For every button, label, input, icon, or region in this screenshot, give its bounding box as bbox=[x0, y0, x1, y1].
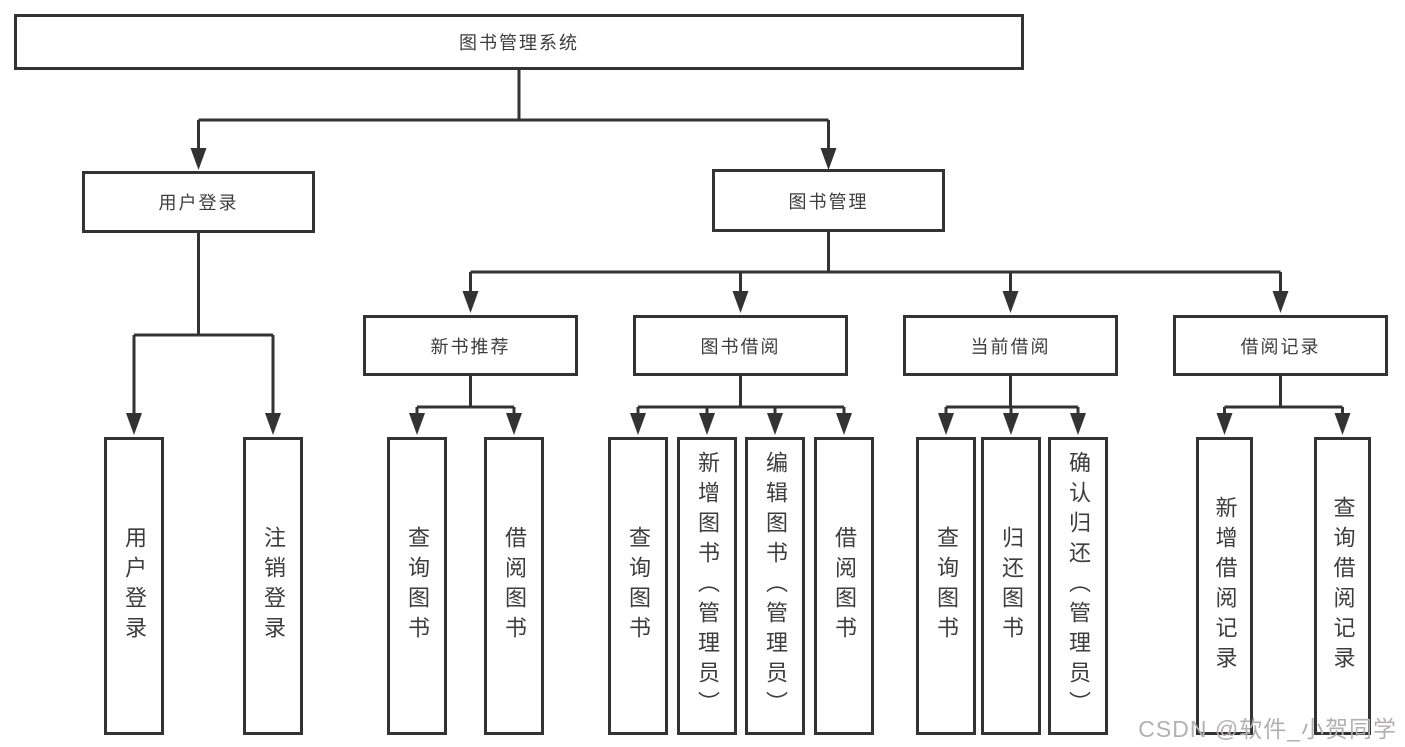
leaf-logout-label: 注销登录 bbox=[261, 526, 286, 646]
leaf-query-borrow-record-label: 查询借阅记录 bbox=[1330, 496, 1356, 676]
node-new-book-recommend: 新书推荐 bbox=[363, 315, 578, 376]
leaf-query-books-current: 查询图书 bbox=[916, 437, 976, 735]
leaf-add-borrow-record-label: 新增借阅记录 bbox=[1212, 496, 1238, 676]
leaf-query-books-borrow-label: 查询图书 bbox=[626, 526, 651, 646]
leaf-borrow-books: 借阅图书 bbox=[814, 437, 874, 735]
leaf-return-books-label: 归还图书 bbox=[999, 526, 1024, 646]
leaf-add-borrow-record: 新增借阅记录 bbox=[1196, 437, 1253, 735]
csdn-watermark: CSDN @软件_小贺同学 bbox=[1138, 716, 1397, 742]
leaf-user-login-label: 用户登录 bbox=[122, 526, 147, 646]
node-book-mgmt-branch-label: 图书管理 bbox=[788, 191, 869, 212]
node-book-mgmt-branch: 图书管理 bbox=[712, 169, 945, 232]
leaf-confirm-return-admin-label: 确认归还（管理员） bbox=[1066, 451, 1091, 721]
node-current-borrow: 当前借阅 bbox=[903, 315, 1118, 376]
leaf-edit-book-admin: 编辑图书（管理员） bbox=[745, 437, 805, 735]
leaf-add-book-admin-label: 新增图书（管理员） bbox=[695, 451, 720, 721]
node-user-login-branch-label: 用户登录 bbox=[158, 193, 239, 213]
leaf-query-borrow-record: 查询借阅记录 bbox=[1314, 437, 1371, 735]
leaf-query-books-recommend-label: 查询图书 bbox=[405, 526, 430, 646]
leaf-edit-book-admin-label: 编辑图书（管理员） bbox=[763, 451, 788, 721]
leaf-borrow-books-recommend-label: 借阅图书 bbox=[502, 526, 527, 646]
leaf-borrow-books-recommend: 借阅图书 bbox=[484, 437, 544, 735]
leaf-confirm-return-admin: 确认归还（管理员） bbox=[1048, 437, 1108, 735]
leaf-add-book-admin: 新增图书（管理员） bbox=[677, 437, 737, 735]
node-user-login-branch: 用户登录 bbox=[82, 171, 315, 233]
leaf-query-books-current-label: 查询图书 bbox=[934, 526, 959, 646]
node-book-borrow: 图书借阅 bbox=[633, 315, 848, 376]
leaf-query-books-borrow: 查询图书 bbox=[608, 437, 668, 735]
node-library-system: 图书管理系统 bbox=[14, 14, 1024, 70]
node-library-system-label: 图书管理系统 bbox=[459, 33, 579, 53]
leaf-query-books-recommend: 查询图书 bbox=[387, 437, 447, 735]
node-book-borrow-label: 图书借阅 bbox=[700, 336, 781, 357]
node-borrow-records-label: 借阅记录 bbox=[1240, 336, 1321, 357]
leaf-return-books: 归还图书 bbox=[981, 437, 1041, 735]
node-new-book-recommend-label: 新书推荐 bbox=[430, 336, 511, 357]
leaf-logout: 注销登录 bbox=[243, 437, 303, 735]
node-borrow-records: 借阅记录 bbox=[1173, 315, 1388, 376]
node-current-borrow-label: 当前借阅 bbox=[970, 336, 1051, 357]
leaf-borrow-books-label: 借阅图书 bbox=[832, 526, 857, 646]
leaf-user-login: 用户登录 bbox=[104, 437, 164, 735]
